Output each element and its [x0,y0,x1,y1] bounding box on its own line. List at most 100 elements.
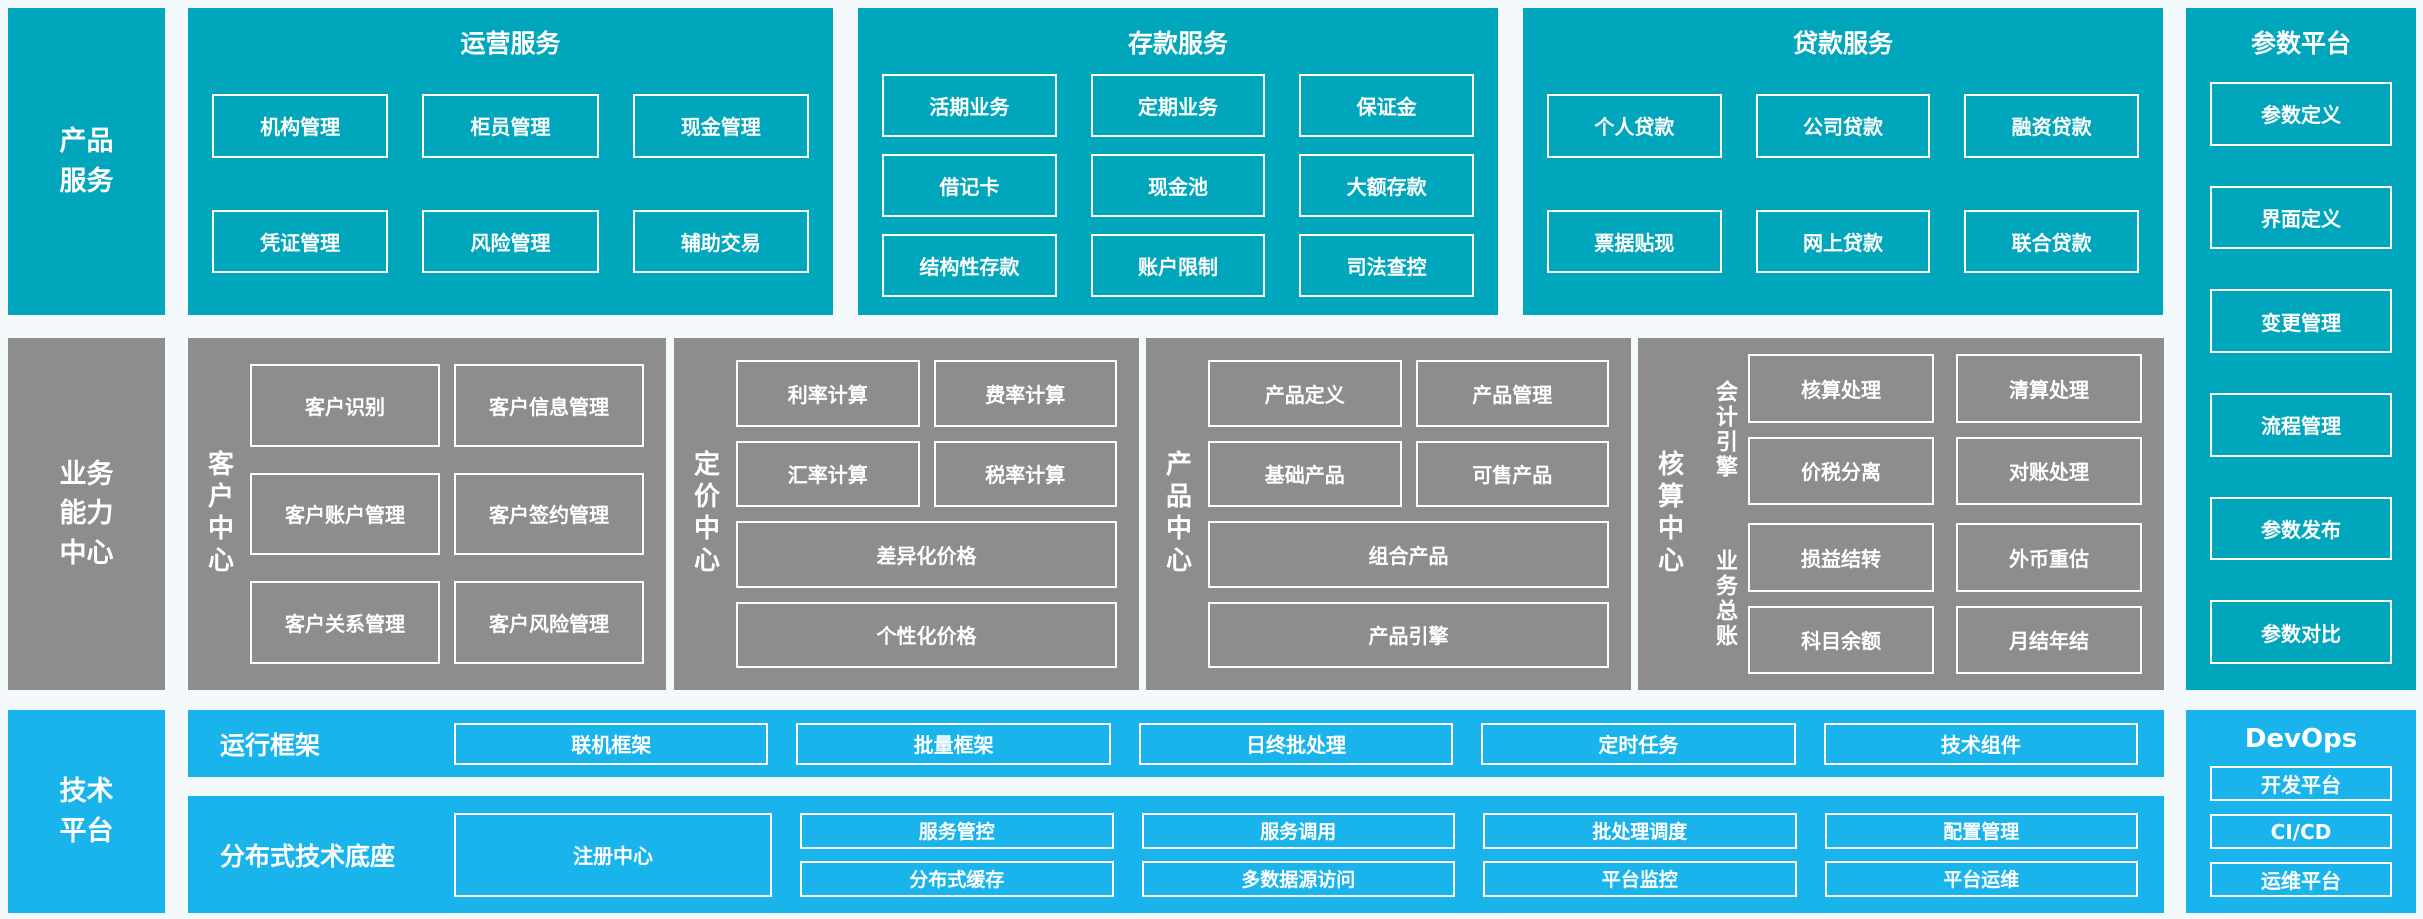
diagram-node: 联机框架 [454,722,769,765]
diagram-node: 现金池 [1090,154,1266,217]
diagram-node: 客户关系管理 [250,581,440,664]
devops-panel: DevOps 开发平台 CI/CD 运维平台 [2186,710,2416,913]
diagram-node: CI/CD [2210,814,2392,849]
accounting-center-panel: 核算中心 会计引擎 核算处理 清算处理 价税分离 对账处理 业务总账 损 [1638,338,2164,690]
diagram-node: 参数对比 [2210,600,2392,664]
diagram-node: 融资贷款 [1964,94,2139,158]
deposit-services-panel: 存款服务 活期业务 定期业务 保证金 借记卡 现金池 大额存款 结构性存款 账户… [858,8,1498,315]
diagram-node: 现金管理 [632,94,809,158]
devops-title: DevOps [2244,724,2358,754]
diagram-node: 平台监控 [1483,860,1797,897]
pricing-center-grid: 利率计算 费率计算 汇率计算 税率计算 差异化价格 个性化价格 [736,360,1117,668]
accounting-engine-grid: 核算处理 清算处理 价税分离 对账处理 [1748,354,2142,505]
diagram-node: 大额存款 [1299,154,1474,217]
deposit-services-grid: 活期业务 定期业务 保证金 借记卡 现金池 大额存款 结构性存款 账户限制 司法… [882,74,1474,297]
diagram-node: 汇率计算 [736,440,920,507]
deposit-services-title: 存款服务 [1127,29,1228,58]
operations-services-title: 运营服务 [460,29,561,58]
diagram-node: 清算处理 [1956,354,2142,423]
diagram-node: 风险管理 [422,209,599,273]
diagram-node: 界面定义 [2210,185,2392,250]
business-capability-label-line: 业务 [59,459,114,491]
diagram-node: 差异化价格 [736,521,1117,588]
diagram-node: 批处理调度 [1483,812,1797,849]
product-center-label: 产品中心 [1161,450,1192,578]
diagram-node: 参数发布 [2210,496,2392,561]
diagram-node: 机构管理 [212,94,389,158]
diagram-node: 变更管理 [2210,289,2392,353]
tech-platform-label-line: 平台 [59,815,114,847]
diagram-node: 客户账户管理 [250,472,440,556]
diagram-node: 产品管理 [1415,360,1609,427]
diagram-node: 服务管控 [800,812,1114,849]
parameter-platform-panel: 参数平台 参数定义 界面定义 变更管理 流程管理 参数发布 参数对比 [2186,8,2416,690]
business-capability-label-block: 业务 能力 中心 [8,338,165,690]
parameter-platform-title: 参数平台 [2250,29,2351,58]
loan-services-title: 贷款服务 [1792,29,1893,58]
diagram-node: 日终批处理 [1138,722,1454,765]
pricing-center-panel: 定价中心 利率计算 费率计算 汇率计算 税率计算 差异化价格 个性化价格 [674,338,1139,690]
diagram-node: 流程管理 [2210,393,2392,457]
accounting-engine-group: 会计引擎 核算处理 清算处理 价税分离 对账处理 [1700,354,2142,505]
accounting-center-groups: 会计引擎 核算处理 清算处理 价税分离 对账处理 业务总账 损益结转 外币重估 … [1700,354,2142,674]
distributed-base-grid: 服务管控 服务调用 批处理调度 配置管理 分布式缓存 多数据源访问 平台监控 平… [800,812,2138,897]
diagram-node: 多数据源访问 [1141,860,1455,897]
product-center-grid: 产品定义 产品管理 基础产品 可售产品 组合产品 产品引擎 [1208,360,1609,668]
diagram-node: 客户识别 [250,364,440,447]
diagram-node: 司法查控 [1299,234,1474,297]
diagram-node: 损益结转 [1748,523,1934,592]
diagram-node: 定期业务 [1090,74,1266,137]
diagram-node: 服务调用 [1141,812,1455,849]
diagram-node: 客户签约管理 [454,472,644,556]
product-center-panel: 产品中心 产品定义 产品管理 基础产品 可售产品 组合产品 产品引擎 [1146,338,1631,690]
diagram-node: 科目余额 [1748,605,1934,674]
diagram-node: 批量框架 [796,722,1111,765]
runtime-framework-bar: 运行框架 联机框架 批量框架 日终批处理 定时任务 技术组件 [188,710,2164,777]
runtime-framework-boxes: 联机框架 批量框架 日终批处理 定时任务 技术组件 [454,722,2139,765]
business-capability-label-line: 中心 [59,537,114,569]
loan-services-grid: 个人贷款 公司贷款 融资贷款 票据贴现 网上贷款 联合贷款 [1547,94,2139,273]
pricing-center-label: 定价中心 [689,450,720,578]
diagram-node: 辅助交易 [632,209,809,273]
tech-platform-label-block: 技术 平台 [8,710,165,913]
diagram-node: 对账处理 [1956,436,2142,505]
diagram-node: 个性化价格 [736,601,1117,668]
customer-center-grid: 客户识别 客户信息管理 客户账户管理 客户签约管理 客户关系管理 客户风险管理 [250,364,644,664]
devops-stack: 开发平台 CI/CD 运维平台 [2210,766,2392,897]
diagram-node: 结构性存款 [882,234,1057,297]
diagram-node: 产品引擎 [1208,601,1609,668]
distributed-base-bar: 分布式技术底座 注册中心 服务管控 服务调用 批处理调度 配置管理 分布式缓存 … [188,796,2164,913]
diagram-node: 外币重估 [1956,523,2142,592]
diagram-node: 价税分离 [1748,436,1934,505]
diagram-node: 组合产品 [1208,521,1609,588]
diagram-node: 客户风险管理 [454,581,644,664]
parameter-platform-stack: 参数定义 界面定义 变更管理 流程管理 参数发布 参数对比 [2210,82,2392,664]
customer-center-label: 客户中心 [203,450,234,578]
customer-center-panel: 客户中心 客户识别 客户信息管理 客户账户管理 客户签约管理 客户关系管理 客户… [188,338,666,690]
operations-services-panel: 运营服务 机构管理 柜员管理 现金管理 凭证管理 风险管理 辅助交易 [188,8,833,315]
diagram-node: 利率计算 [736,360,920,427]
diagram-node: 注册中心 [454,812,772,897]
diagram-node: 运维平台 [2210,862,2392,897]
diagram-node: 分布式缓存 [800,860,1114,897]
operations-services-grid: 机构管理 柜员管理 现金管理 凭证管理 风险管理 辅助交易 [212,94,809,273]
diagram-node: 票据贴现 [1547,209,1722,273]
diagram-node: 配置管理 [1824,812,2138,849]
diagram-node: 平台运维 [1824,860,2138,897]
diagram-node: 凭证管理 [212,209,389,273]
business-ledger-label: 业务总账 [1712,548,1737,649]
accounting-center-label: 核算中心 [1653,450,1684,578]
diagram-node: 客户信息管理 [454,364,644,447]
diagram-node: 账户限制 [1090,234,1266,297]
diagram-node: 核算处理 [1748,354,1934,423]
diagram-node: 公司贷款 [1755,94,1931,158]
diagram-node: 可售产品 [1415,440,1609,507]
diagram-node: 定时任务 [1481,722,1796,765]
diagram-node: 个人贷款 [1547,94,1722,158]
business-capability-label-line: 能力 [59,498,114,530]
diagram-node: 网上贷款 [1755,209,1931,273]
diagram-node: 技术组件 [1823,722,2139,765]
product-services-label-line: 产品 [59,126,114,158]
diagram-node: 保证金 [1299,74,1474,137]
